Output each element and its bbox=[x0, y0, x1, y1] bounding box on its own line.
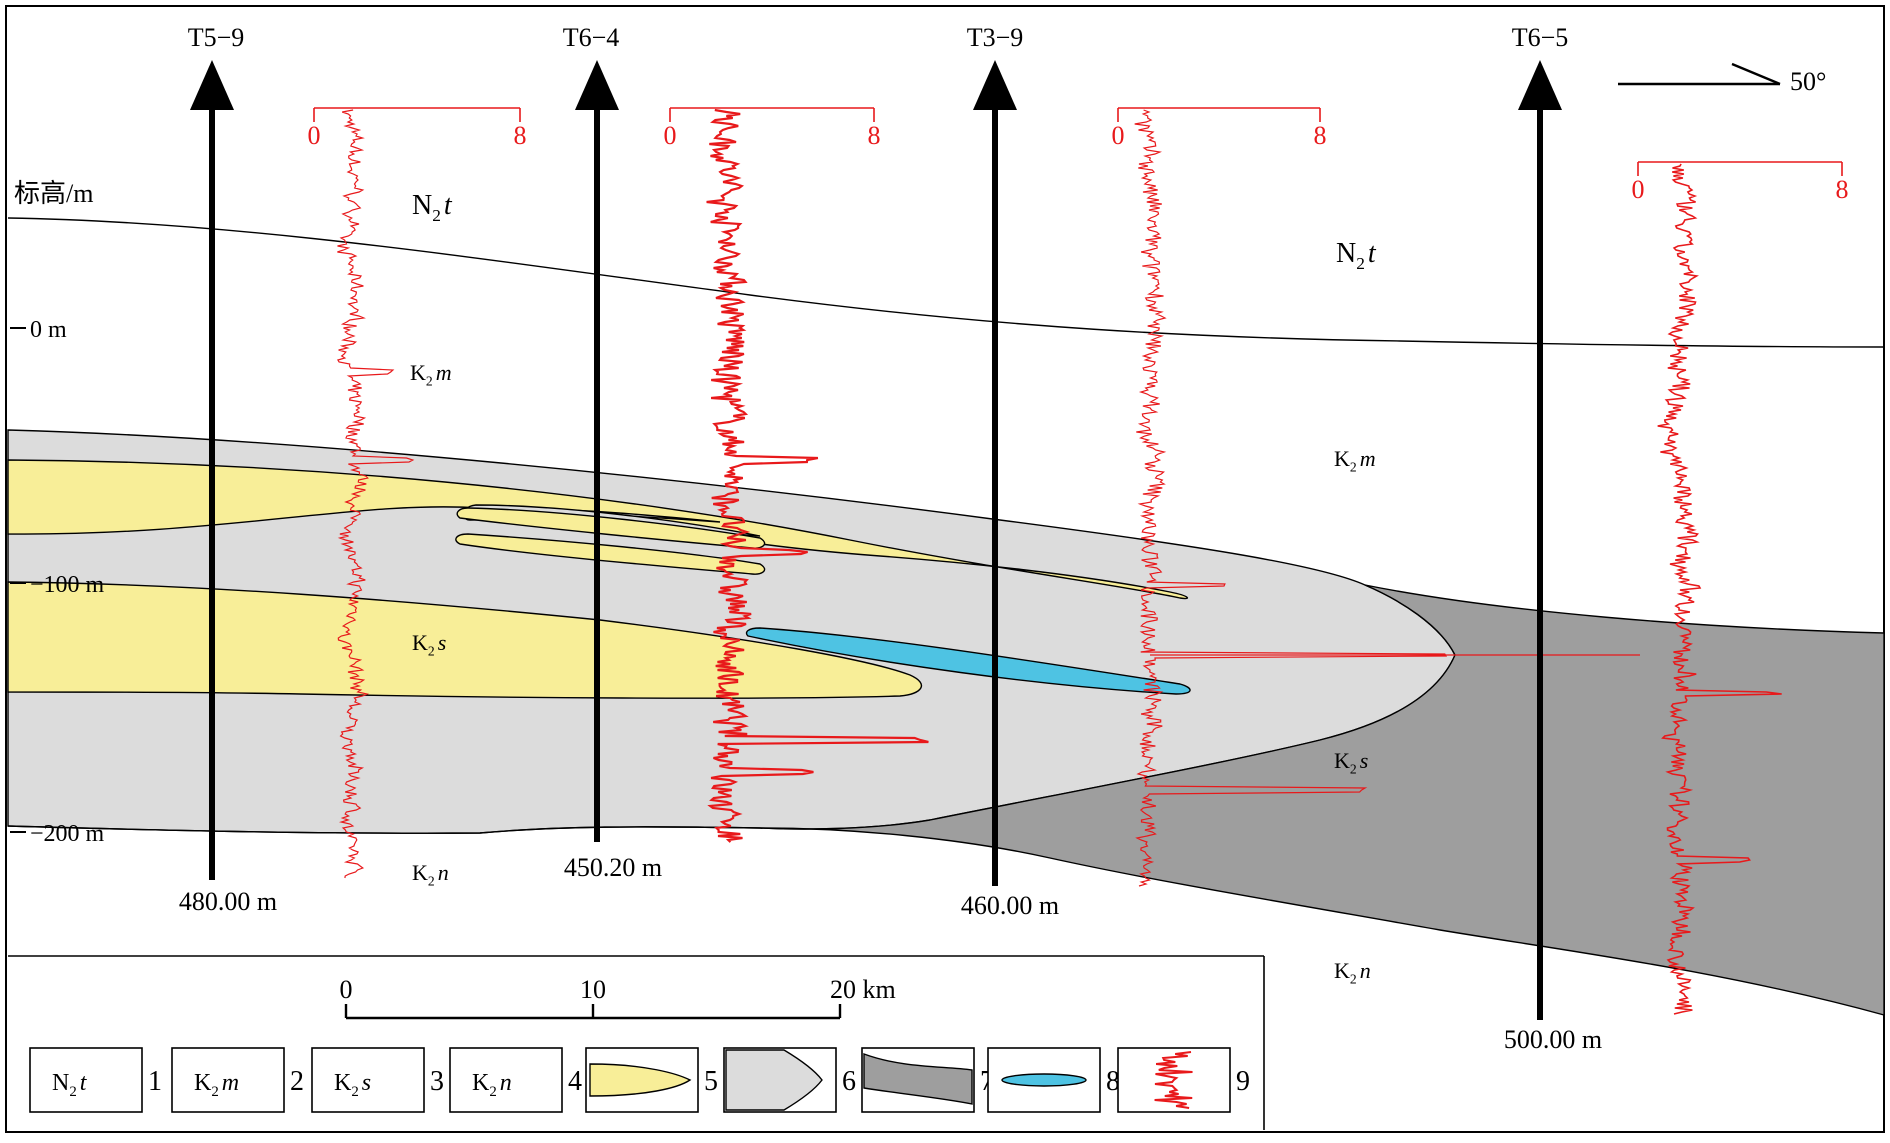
orientation-arrow-icon bbox=[1731, 62, 1781, 86]
log-scale-min-label: 0 bbox=[664, 121, 677, 150]
log-scale-max-label: 8 bbox=[1836, 175, 1849, 204]
well-depth-label: 450.20 m bbox=[564, 853, 662, 882]
well-arrow-icon bbox=[973, 60, 1017, 110]
well-depth-label: 480.00 m bbox=[179, 887, 277, 916]
well-name: T3−9 bbox=[967, 23, 1024, 52]
elevation-axis-title: 标高/m bbox=[14, 179, 93, 208]
legend-number: 6 bbox=[842, 1066, 856, 1097]
legend-number: 4 bbox=[568, 1066, 582, 1097]
legend-number: 8 bbox=[1106, 1066, 1120, 1097]
well-4: T6−5 500.00 m bbox=[1504, 23, 1602, 1054]
well-1: T5−9 480.00 m bbox=[179, 23, 277, 916]
log-scale-min-label: 0 bbox=[1112, 121, 1125, 150]
well-depth-label: 460.00 m bbox=[961, 891, 1059, 920]
log-scale-max-label: 8 bbox=[868, 121, 881, 150]
scale-bar-label-10: 10 bbox=[580, 975, 606, 1004]
legend-item-6: 6 bbox=[723, 1047, 856, 1113]
legend-number: 9 bbox=[1236, 1066, 1250, 1097]
log-scale-max-label: 8 bbox=[514, 121, 527, 150]
sand-finger-1 bbox=[456, 507, 766, 549]
log-scale-min-label: 0 bbox=[308, 121, 321, 150]
well-depth-label: 500.00 m bbox=[1504, 1025, 1602, 1054]
legend-number: 5 bbox=[704, 1066, 718, 1097]
scale-bar-label-0: 0 bbox=[340, 975, 353, 1004]
legend-swatch-box bbox=[29, 1047, 143, 1113]
blue-oil-lens-icon bbox=[1001, 1073, 1087, 1087]
well-3: T3−9 460.00 m bbox=[961, 23, 1059, 920]
tick-label-0: 0 m bbox=[30, 317, 67, 343]
legend-item-9: 9 bbox=[1117, 1047, 1250, 1113]
log-curve bbox=[1134, 109, 1448, 887]
geology-layers bbox=[7, 217, 1885, 1016]
well-2: T6−4 450.20 m bbox=[563, 23, 662, 882]
log-curve bbox=[706, 108, 929, 843]
scale-bar-label-20: 20 km bbox=[830, 975, 896, 1004]
dark-gray-mudstone-band bbox=[759, 584, 1885, 1016]
yellow-sand-lens-icon bbox=[589, 1063, 692, 1097]
oil-lens bbox=[745, 627, 1191, 695]
legend-item-8: 8 bbox=[987, 1047, 1120, 1113]
well-arrow-icon bbox=[190, 60, 234, 110]
legend-item-5: 5 bbox=[585, 1047, 718, 1113]
tick-label-200: −200 m bbox=[30, 821, 105, 847]
wells: T5−9 480.00 m T6−4 450.20 m T3−9 460.00 m T6−5… bbox=[179, 23, 1602, 1054]
well-name: T6−4 bbox=[563, 23, 620, 52]
legend-swatch-box bbox=[171, 1047, 285, 1113]
well-arrow-icon bbox=[575, 60, 619, 110]
legend-swatch-box bbox=[449, 1047, 563, 1113]
tick-label-100: −100 m bbox=[30, 572, 105, 598]
gray-mudstone-body-icon bbox=[725, 1049, 823, 1111]
well-name: T5−9 bbox=[188, 23, 245, 52]
log-curve bbox=[336, 109, 415, 879]
legend-number: 2 bbox=[290, 1066, 304, 1097]
k2s-k2n-boundary bbox=[7, 825, 761, 834]
legend-number: 3 bbox=[430, 1066, 444, 1097]
log-curve bbox=[1657, 163, 1782, 1015]
legend-swatch-box bbox=[311, 1047, 425, 1113]
log-scale-max-label: 8 bbox=[1314, 121, 1327, 150]
scale-bar: 0 10 20 km bbox=[340, 975, 896, 1020]
orientation-indicator: 50° bbox=[1618, 62, 1826, 96]
sand-body-lower bbox=[7, 581, 923, 699]
orientation-label: 50° bbox=[1790, 67, 1826, 96]
well-name: T6−5 bbox=[1512, 23, 1569, 52]
elevation-axis: 标高/m 0 m −100 m −200 m bbox=[10, 179, 105, 847]
red-log-curve-icon bbox=[1154, 1051, 1193, 1109]
legend-number: 1 bbox=[148, 1066, 162, 1097]
well-arrow-icon bbox=[1518, 60, 1562, 110]
dark-gray-band-icon bbox=[863, 1052, 973, 1105]
sand-finger-2 bbox=[455, 533, 766, 575]
legend-item-7: 7 bbox=[861, 1047, 994, 1113]
log-scale-min-label: 0 bbox=[1632, 175, 1645, 204]
